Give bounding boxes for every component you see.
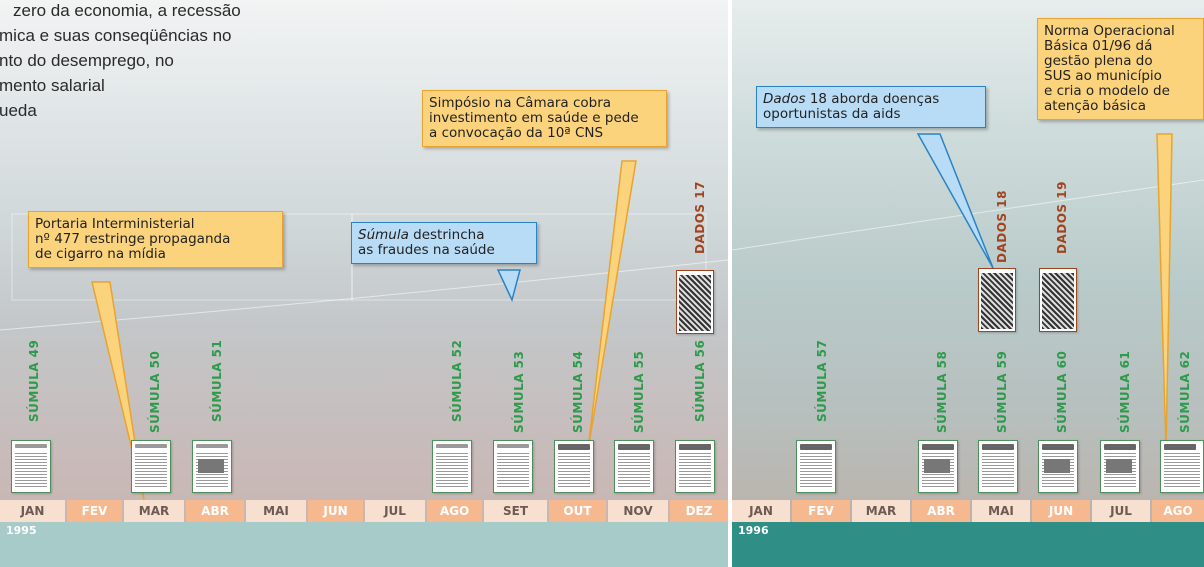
publication-label: SÚMULA 55	[632, 350, 646, 433]
intro-text: zero da economia, a recessão mica e suas…	[0, 0, 340, 140]
publication-label: SÚMULA 60	[1055, 350, 1069, 433]
intro-line: mento salarial	[0, 76, 105, 95]
month-cell: JUN	[308, 500, 363, 522]
callout-line: Básica 01/96 dá	[1044, 38, 1153, 54]
callout-line: oportunistas da aids	[763, 106, 901, 122]
callout-line: gestão plena do	[1044, 53, 1153, 69]
year-separator	[728, 0, 732, 567]
cover-sumula-57[interactable]	[796, 440, 836, 493]
callout-dados18: Dados 18 aborda doenças oportunistas da …	[756, 86, 986, 128]
callout-text: destrincha	[408, 227, 485, 243]
callout-text: 18 aborda doenças	[805, 91, 940, 107]
month-cell: JUL	[365, 500, 425, 522]
month-cell: SET	[484, 500, 547, 522]
callout-portaria: Portaria Interministerial nº 477 restrin…	[28, 211, 283, 268]
publication-label: SÚMULA 56	[693, 339, 707, 422]
callout-italic-word: Súmula	[358, 227, 409, 243]
publication-label: SÚMULA 57	[815, 339, 829, 422]
publication-label: DADOS 19	[1055, 181, 1069, 254]
year-label: 1995	[6, 524, 37, 537]
cover-sumula-61[interactable]	[1100, 440, 1140, 493]
publication-label: SÚMULA 54	[571, 350, 585, 433]
cover-sumula-54[interactable]	[554, 440, 594, 493]
cover-sumula-52[interactable]	[432, 440, 472, 493]
month-cell: MAR	[852, 500, 910, 522]
month-cell: AGO	[1152, 500, 1204, 522]
callout-line: Portaria Interministerial	[35, 216, 195, 232]
cover-sumula-56[interactable]	[675, 440, 715, 493]
month-cell: ABR	[912, 500, 970, 522]
month-cell: AGO	[427, 500, 482, 522]
intro-line: zero da economia, a recessão	[13, 1, 241, 20]
month-cell: NOV	[608, 500, 668, 522]
cover-sumula-55[interactable]	[614, 440, 654, 493]
year-label: 1996	[738, 524, 769, 537]
callout-line: as fraudes na saúde	[358, 242, 495, 258]
publication-label: SÚMULA 50	[148, 350, 162, 433]
callout-line: Dados 18 aborda doenças	[763, 92, 979, 107]
publication-label: SÚMULA 49	[27, 339, 41, 422]
callout-line: de cigarro na mídia	[35, 246, 166, 262]
month-cell: MAR	[124, 500, 184, 522]
cover-dados-18[interactable]	[978, 268, 1016, 332]
intro-line: mica e suas conseqüências no	[0, 26, 232, 45]
publication-label: SÚMULA 62	[1178, 350, 1192, 433]
cover-sumula-53[interactable]	[493, 440, 533, 493]
publication-label: SÚMULA 61	[1118, 350, 1132, 433]
publication-label: SÚMULA 58	[935, 350, 949, 433]
month-cell: JUN	[1032, 500, 1090, 522]
month-cell: FEV	[67, 500, 122, 522]
callout-line: a convocação da 10ª CNS	[429, 125, 604, 141]
month-cell: FEV	[792, 500, 850, 522]
cover-dados-19[interactable]	[1039, 268, 1077, 332]
cover-sumula-58[interactable]	[918, 440, 958, 493]
callout-line: Norma Operacional	[1044, 23, 1175, 39]
month-cell: JAN	[0, 500, 65, 522]
cover-sumula-60[interactable]	[1038, 440, 1078, 493]
cover-sumula-49[interactable]	[11, 440, 51, 493]
publication-label: DADOS 17	[693, 181, 707, 254]
callout-simposio: Simpósio na Câmara cobra investimento em…	[422, 90, 667, 147]
callout-italic-word: Dados	[763, 91, 806, 107]
month-cell: MAI	[246, 500, 306, 522]
month-cell: ABR	[186, 500, 244, 522]
publication-label: DADOS 18	[995, 190, 1009, 263]
month-cell: DEZ	[670, 500, 728, 522]
callout-line: atenção básica	[1044, 98, 1146, 114]
cover-dados-17[interactable]	[676, 270, 714, 334]
callout-line: SUS ao município	[1044, 68, 1162, 84]
publication-label: SÚMULA 53	[512, 350, 526, 433]
callout-sumula-fraudes: Súmula destrincha as fraudes na saúde	[351, 222, 537, 264]
cover-sumula-62[interactable]	[1160, 440, 1204, 493]
month-cell: OUT	[549, 500, 606, 522]
cover-sumula-59[interactable]	[978, 440, 1018, 493]
publication-label: SÚMULA 51	[210, 339, 224, 422]
month-cell: JUL	[1092, 500, 1150, 522]
cover-sumula-51[interactable]	[192, 440, 232, 493]
month-cell: JAN	[732, 500, 790, 522]
publication-label: SÚMULA 52	[450, 339, 464, 422]
callout-line: Súmula destrincha	[358, 228, 530, 243]
callout-norma: Norma Operacional Básica 01/96 dá gestão…	[1037, 18, 1204, 120]
cover-sumula-50[interactable]	[131, 440, 171, 493]
callout-line: nº 477 restringe propaganda	[35, 231, 231, 247]
month-strip: JAN FEV MAR ABR MAI JUN JUL AGO SET OUT …	[0, 500, 1204, 522]
intro-line: nto do desemprego, no	[0, 51, 174, 70]
publication-label: SÚMULA 59	[995, 350, 1009, 433]
year-bar-1995: 1995	[0, 522, 728, 567]
intro-line: ueda	[0, 101, 37, 120]
month-cell: MAI	[972, 500, 1030, 522]
year-bar-1996: 1996	[732, 522, 1204, 567]
callout-line: investimento em saúde e pede	[429, 110, 639, 126]
callout-line: e cria o modelo de	[1044, 83, 1170, 99]
callout-line: Simpósio na Câmara cobra	[429, 95, 612, 111]
